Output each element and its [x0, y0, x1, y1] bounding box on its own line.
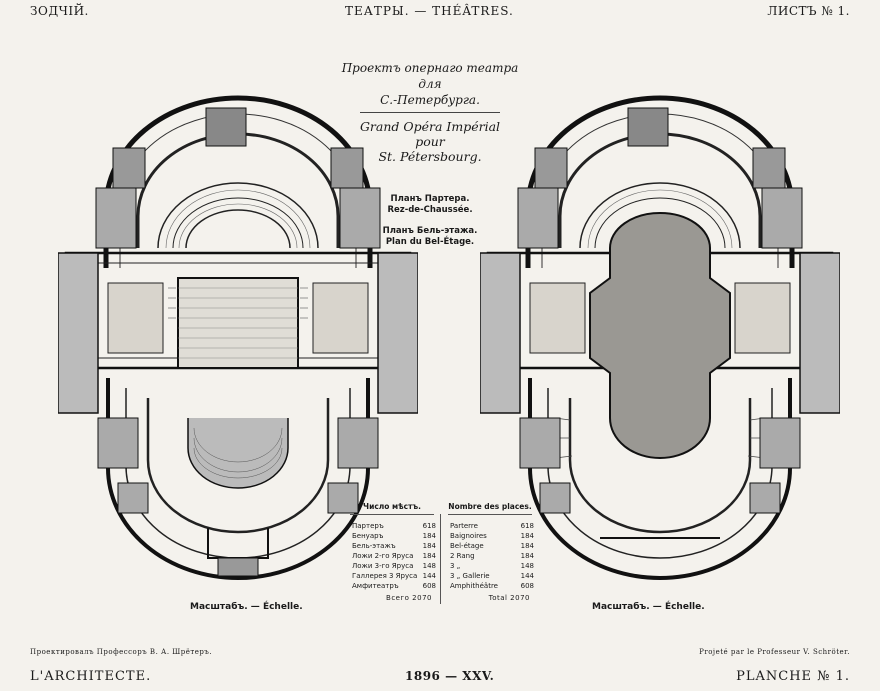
seat-row: 3 „148 — [450, 562, 534, 570]
seat-total-fr: Total 2070 — [488, 594, 530, 602]
plan-captions: Планъ Партера. Rez-de-Chaussée. Планъ Бе… — [375, 194, 485, 248]
section-title: ТЕАТРЫ. — THÉÂTRES. — [345, 4, 514, 18]
architect-credit-ru: Проектировалъ Профессоръ В. А. Шрётеръ. — [30, 648, 213, 656]
caption-bel-ru: Планъ Бель-этажа. — [382, 226, 478, 236]
journal-title-ru: ЗОДЧІЙ. — [30, 4, 89, 18]
floor-plan-parterre — [58, 95, 418, 580]
title-ru: Проектъ опернаго театра для С.-Петербург… — [341, 61, 519, 107]
architect-credit-fr: Projeté par le Professeur V. Schröter. — [699, 648, 850, 656]
sheet-number-ru: ЛИСТЪ № 1. — [767, 4, 850, 18]
project-title: Проектъ опернаго театра для С.-Петербург… — [335, 60, 525, 164]
seat-total-ru: Всего 2070 — [386, 594, 432, 602]
caption-parterre-fr: Rez-de-Chaussée. — [387, 205, 473, 215]
title-divider — [360, 112, 500, 113]
journal-title-fr: L'ARCHITECTE. — [30, 669, 152, 684]
scale-label-right: Масштабъ. — Échelle. — [592, 602, 705, 612]
floor-plan-bel-etage — [480, 95, 840, 580]
issue-number: 1896 — XXV. — [405, 669, 495, 683]
caption-bel-fr: Plan du Bel-Étage. — [385, 237, 475, 247]
caption-parterre-ru: Планъ Партера. — [390, 194, 470, 204]
scale-label-left: Масштабъ. — Échelle. — [190, 602, 303, 612]
plate-number-fr: PLANCHE № 1. — [736, 669, 850, 684]
title-fr: Grand Opéra Impérial pour St. Pétersbour… — [359, 119, 501, 164]
